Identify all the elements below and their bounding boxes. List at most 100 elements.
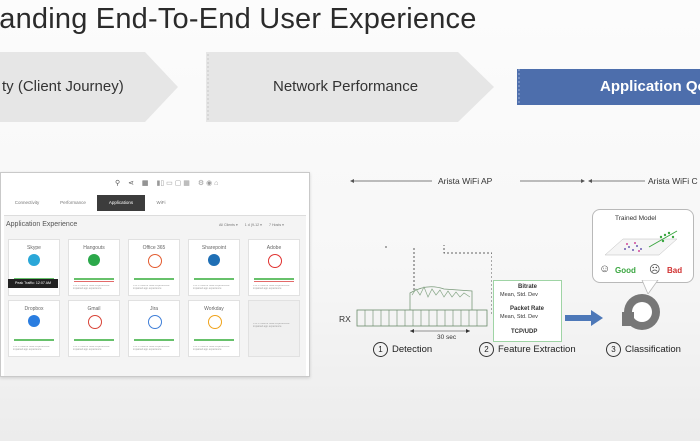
jira-icon	[148, 315, 162, 329]
filter-time[interactable]: 1 d (9-12 ▾	[244, 223, 262, 227]
dashboard-toolbar: ⚲ ⋖ ▦ ▮▯ ▭ ▢ ▦ ⚙ ◉ ⌂	[115, 179, 218, 189]
dashboard-tabs: Connectivity Performance Applications Wi…	[1, 195, 309, 211]
stats-icon[interactable]: ▮▯ ▭ ▢ ▦	[156, 180, 190, 187]
health-bar	[14, 339, 54, 341]
trained-model-title: Trained Model	[615, 215, 657, 222]
app-card-gmail[interactable]: Gmail 0 of 0 Clients have experienced im…	[68, 300, 120, 357]
app-card-sharepoint[interactable]: Sharepoint 0 of 0 Clients have experienc…	[188, 239, 240, 296]
health-bar	[74, 278, 114, 280]
classifier-icon	[622, 294, 660, 330]
arrow-label-application-quality: Application Qo	[600, 78, 700, 95]
add-app-card[interactable]: 0 of 0 Clients have experienced impaired…	[248, 300, 300, 357]
bad-label: Bad	[667, 266, 683, 275]
step-label: Feature Extraction	[498, 344, 576, 355]
card-note: 0 of 0 Clients have experienced impaired…	[13, 346, 50, 351]
share-icon[interactable]: ⋖	[128, 180, 134, 187]
impaired-bar	[254, 281, 294, 282]
gmail-icon	[88, 315, 102, 329]
filter-clients[interactable]: All Clients ▾	[219, 223, 238, 227]
app-card-dropbox[interactable]: Dropbox 0 of 0 Clients have experienced …	[8, 300, 60, 357]
app-card-name: Skype	[27, 245, 41, 251]
card-note: 0 of 0 Clients have experienced impaired…	[73, 346, 110, 351]
arrow-label-client-journey: ty (Client Journey)	[2, 78, 124, 95]
tab-wifi[interactable]: WiFi	[156, 200, 166, 205]
app-card-name: Gmail	[87, 306, 101, 312]
dropbox-icon	[28, 315, 40, 327]
health-bar	[134, 278, 174, 280]
app-card-name: Dropbox	[24, 306, 44, 312]
scatter-plot-icon	[604, 230, 678, 256]
traffic-waveform	[356, 245, 492, 333]
trained-model-panel: Trained Model ☺ Good ☹ Bad	[592, 209, 694, 283]
rx-label: RX	[339, 314, 351, 324]
impaired-bar	[74, 281, 114, 282]
app-card-office365[interactable]: Office 365 0 of 0 Clients have experienc…	[128, 239, 180, 296]
arista-span-lines	[350, 179, 645, 183]
app-card-jira[interactable]: Jira 0 of 0 Clients have experienced imp…	[128, 300, 180, 357]
app-card-name: Jira	[149, 306, 159, 312]
app-card-name: Workday	[204, 306, 224, 312]
card-note: 0 of 0 Clients have experienced impaired…	[73, 285, 110, 290]
arrow-application-quality	[517, 69, 700, 105]
arrow-client-journey	[0, 52, 178, 122]
search-icon[interactable]: ⚲	[115, 180, 121, 187]
happy-face-icon: ☺	[599, 263, 611, 275]
tab-performance[interactable]: Performance	[60, 200, 86, 205]
step-detection: 1 Detection	[373, 342, 432, 357]
slide-title: tanding End-To-End User Experience	[0, 3, 477, 35]
app-card-hangouts[interactable]: Hangouts 0 of 0 Clients have experienced…	[68, 239, 120, 296]
arista-wifi-ap-label: Arista WiFi AP	[438, 176, 493, 186]
settings-icon[interactable]: ⚙ ◉ ⌂	[197, 180, 219, 187]
arrow-label-network-performance: Network Performance	[273, 78, 419, 95]
card-note: 0 of 0 Clients have experienced impaired…	[193, 285, 230, 290]
app-card-name: Office 365	[142, 245, 166, 251]
app-card-adobe[interactable]: Adobe 0 of 0 Clients have experienced im…	[248, 239, 300, 296]
health-bar	[194, 339, 234, 341]
filters: All Clients ▾ 1 d (9-12 ▾ 7 Hosts ▾	[219, 223, 284, 227]
dashboard-window: ⚲ ⋖ ▦ ▮▯ ▭ ▢ ▦ ⚙ ◉ ⌂ Connectivity Perfor…	[0, 172, 310, 377]
packet-rate-stats: Mean, Std. Dev	[500, 314, 538, 320]
feature-box: Bitrate Mean, Std. Dev Packet Rate Mean,…	[493, 280, 562, 342]
bitrate-title: Bitrate	[518, 284, 538, 290]
app-card-name: Sharepoint	[201, 245, 227, 251]
step-number: 1	[373, 342, 388, 357]
card-note: 0 of 0 Clients have experienced impaired…	[133, 285, 170, 290]
packet-rate-title: Packet Rate	[510, 306, 545, 312]
skype-icon	[28, 254, 40, 266]
filter-hosts[interactable]: 7 Hosts ▾	[268, 223, 284, 227]
grid-icon[interactable]: ▦	[141, 180, 149, 187]
adobe-icon	[268, 254, 282, 268]
step-number: 3	[606, 342, 621, 357]
card-note: 0 of 0 Clients have experienced impaired…	[253, 285, 290, 290]
duration-label: 30 sec	[437, 334, 457, 341]
step-label: Classification	[625, 344, 681, 355]
health-bar	[254, 278, 294, 280]
peak-traffic-tooltip: Peak Traffic: 12:07 AM	[8, 279, 58, 288]
arrow-network-performance	[206, 52, 494, 122]
card-note: 0 of 0 Clients have experienced impaired…	[193, 346, 230, 351]
hangouts-icon	[88, 254, 100, 266]
step-label: Detection	[392, 344, 433, 355]
app-card-name: Adobe	[266, 245, 282, 251]
protocol-label: TCP/UDP	[511, 329, 538, 335]
bitrate-stats: Mean, Std. Dev	[500, 292, 538, 298]
tab-applications[interactable]: Applications	[97, 195, 145, 211]
workday-icon	[208, 315, 222, 329]
health-bar	[134, 339, 174, 341]
flow-arrow	[565, 310, 603, 326]
step-classification: 3 Classification	[606, 342, 681, 357]
application-experience-title: Application Experience	[6, 221, 78, 228]
health-bar	[194, 278, 234, 280]
sharepoint-icon	[208, 254, 220, 266]
model-callout-pointer	[641, 280, 659, 294]
tab-connectivity[interactable]: Connectivity	[14, 200, 40, 205]
app-card-workday[interactable]: Workday 0 of 0 Clients have experienced …	[188, 300, 240, 357]
good-label: Good	[615, 266, 636, 275]
card-note: 0 of 0 Clients have experienced impaired…	[133, 346, 170, 351]
app-card-name: Hangouts	[83, 245, 105, 251]
office-icon	[148, 254, 162, 268]
health-bar	[74, 339, 114, 341]
sad-face-icon: ☹	[649, 264, 661, 276]
card-note: 0 of 0 Clients have experienced impaired…	[253, 323, 290, 328]
